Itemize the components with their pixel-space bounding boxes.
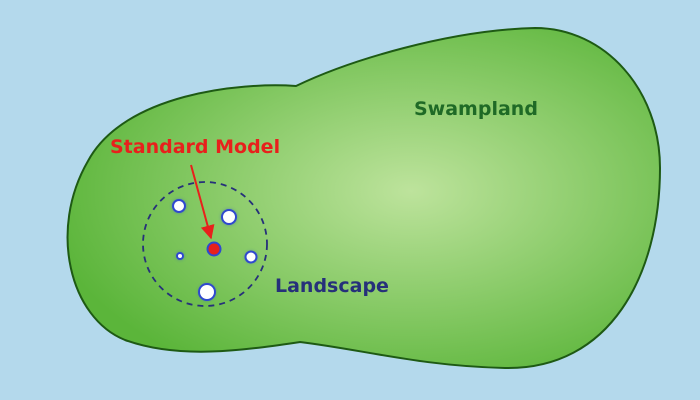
vacuum-dot <box>198 283 216 301</box>
vacua-dots <box>172 199 258 301</box>
swampland-region <box>66 26 662 370</box>
swampland-label: Swampland <box>414 98 538 120</box>
vacuum-dot <box>221 209 237 225</box>
landscape-label: Landscape <box>275 275 389 297</box>
standard-model-arrow <box>190 164 215 240</box>
vacuum-dot <box>176 252 184 260</box>
standard-model-point <box>206 241 222 257</box>
vacuum-dot <box>172 199 186 213</box>
landscape-boundary <box>142 181 268 307</box>
vacuum-dot <box>244 250 258 264</box>
standard-model-label: Standard Model <box>110 136 280 158</box>
